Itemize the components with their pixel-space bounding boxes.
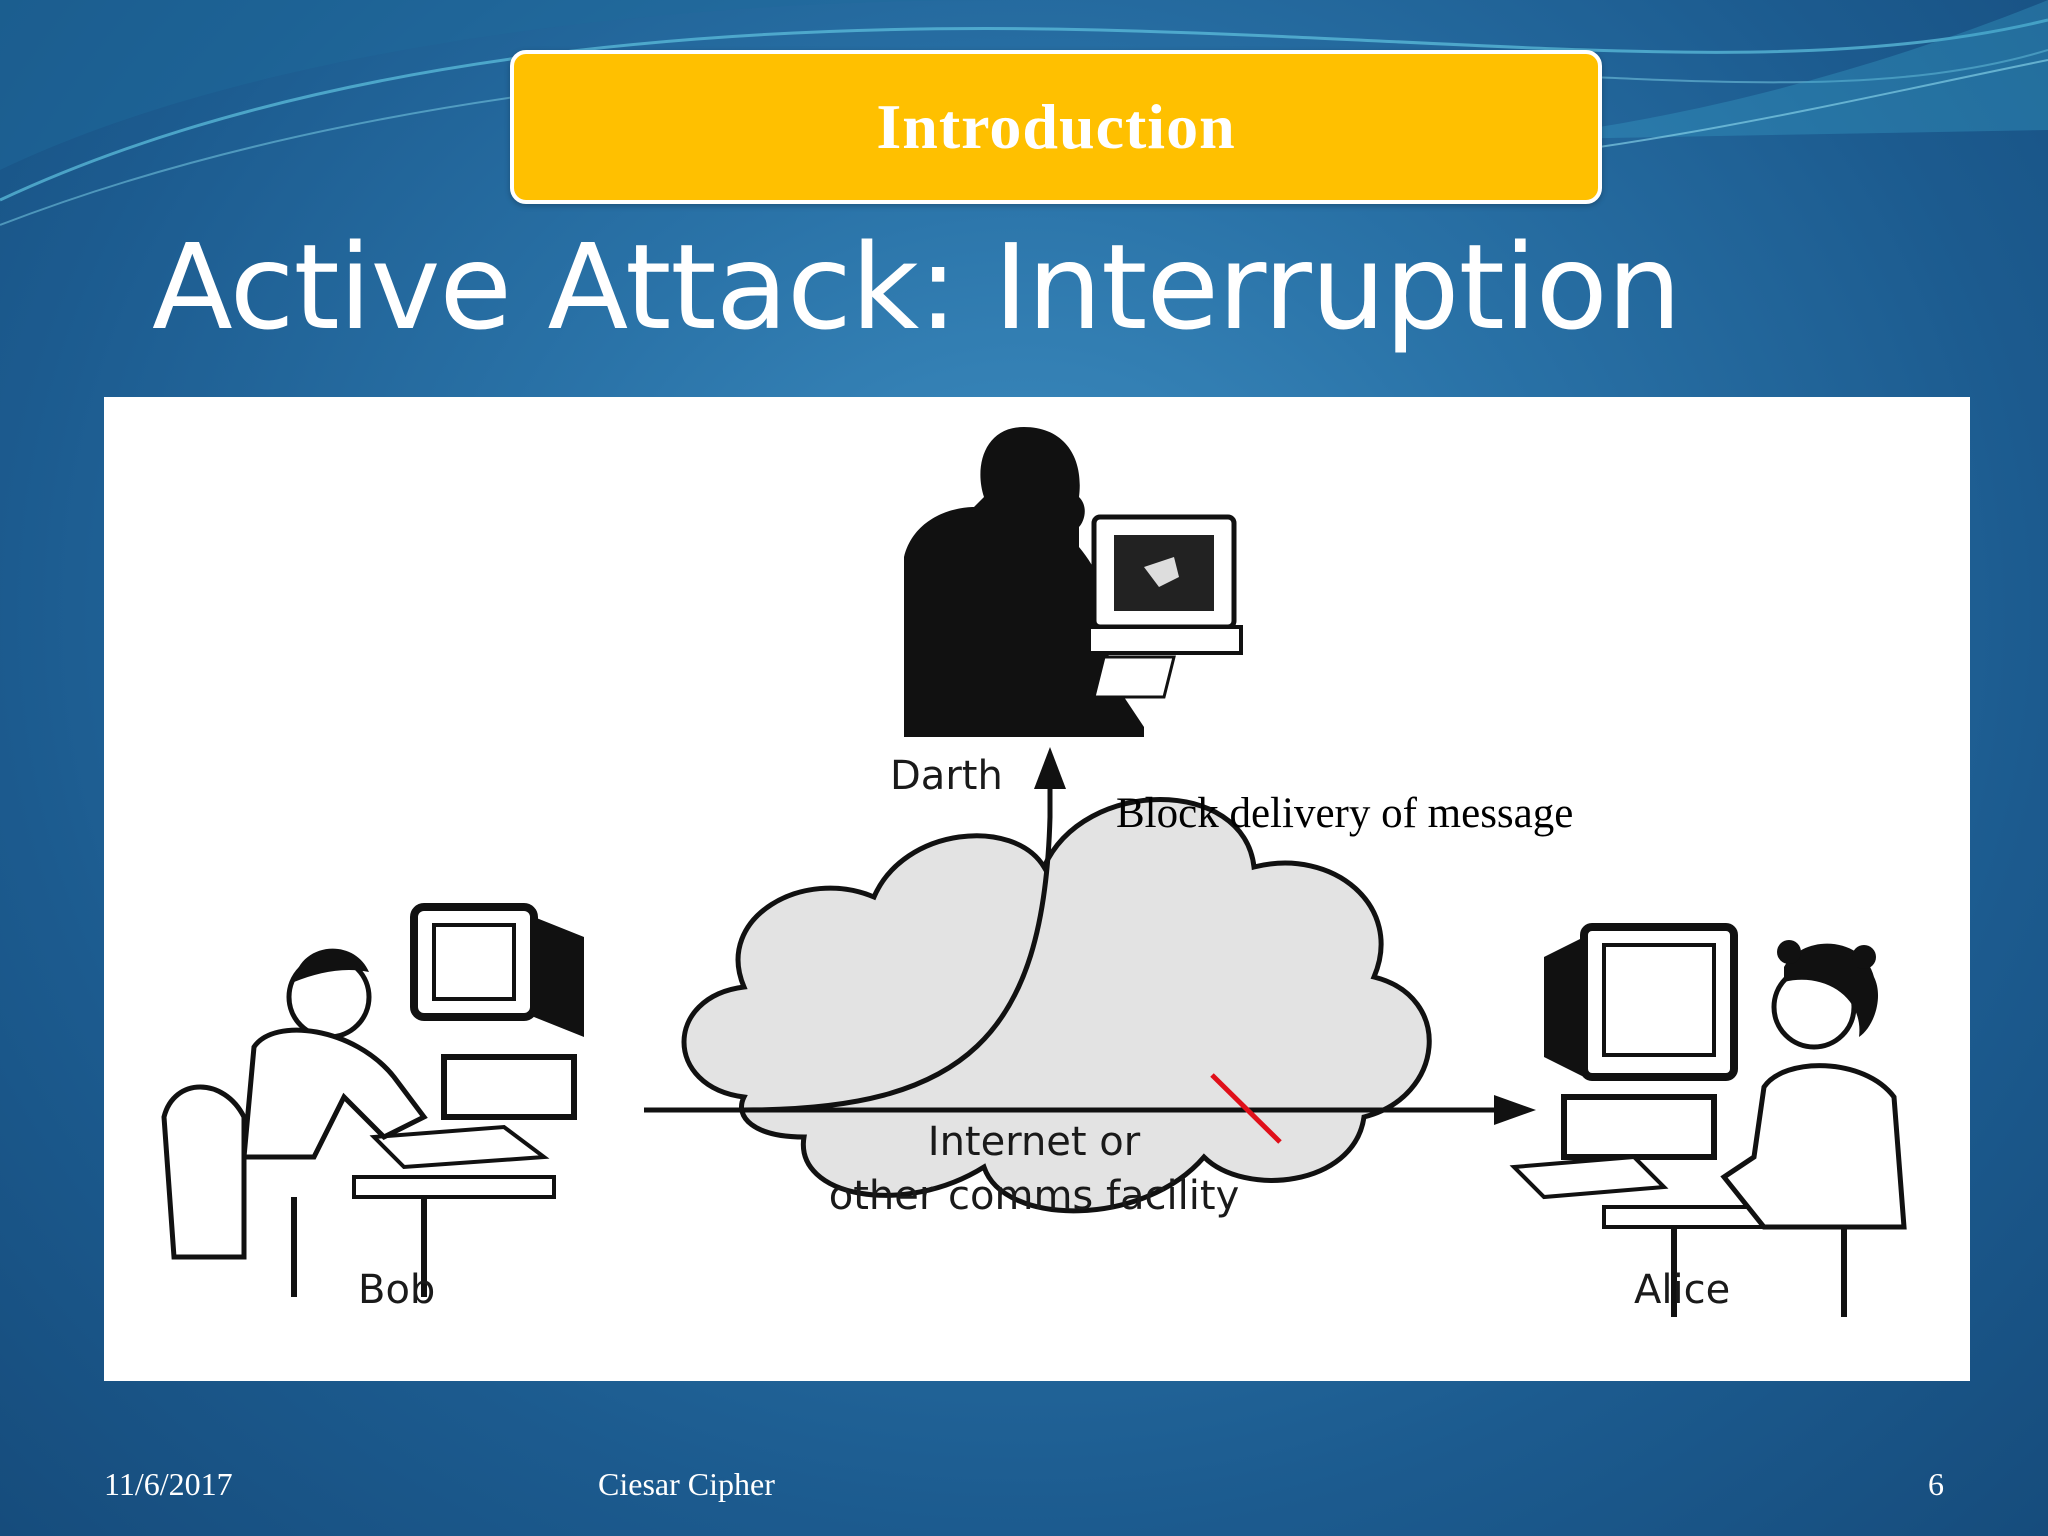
interruption-cut-mark [1210, 1073, 1282, 1144]
diversion-arrowhead [1034, 747, 1066, 789]
attacker-silhouette-icon [904, 427, 1243, 737]
footer-page-number: 6 [1928, 1466, 1944, 1502]
diversion-arrow [743, 787, 1053, 1113]
diagram-panel: Darth Bob Alice Internet or other comms … [104, 397, 1970, 1381]
footer-date: 11/6/2017 [104, 1466, 233, 1502]
block-delivery-annotation: Block delivery of message [1116, 790, 1574, 837]
footer-topic: Ciesar Cipher [598, 1466, 775, 1502]
message-flow-arrowhead [1494, 1095, 1536, 1125]
receiver-label: Alice [1634, 1267, 1731, 1313]
sender-label: Bob [358, 1267, 436, 1313]
network-label-line2: other comms facility [828, 1173, 1240, 1219]
attacker-label: Darth [890, 753, 1003, 799]
diagram-canvas [161, 427, 1907, 1317]
slide-title: Active Attack: Interruption [152, 218, 1682, 356]
section-banner: Introduction [510, 50, 1602, 204]
receiver-person-icon [1509, 923, 1907, 1317]
network-label: Internet or other comms facility [824, 1115, 1244, 1223]
network-label-line1: Internet or [927, 1119, 1141, 1165]
sender-person-icon [161, 903, 584, 1297]
section-banner-label: Introduction [876, 91, 1236, 162]
